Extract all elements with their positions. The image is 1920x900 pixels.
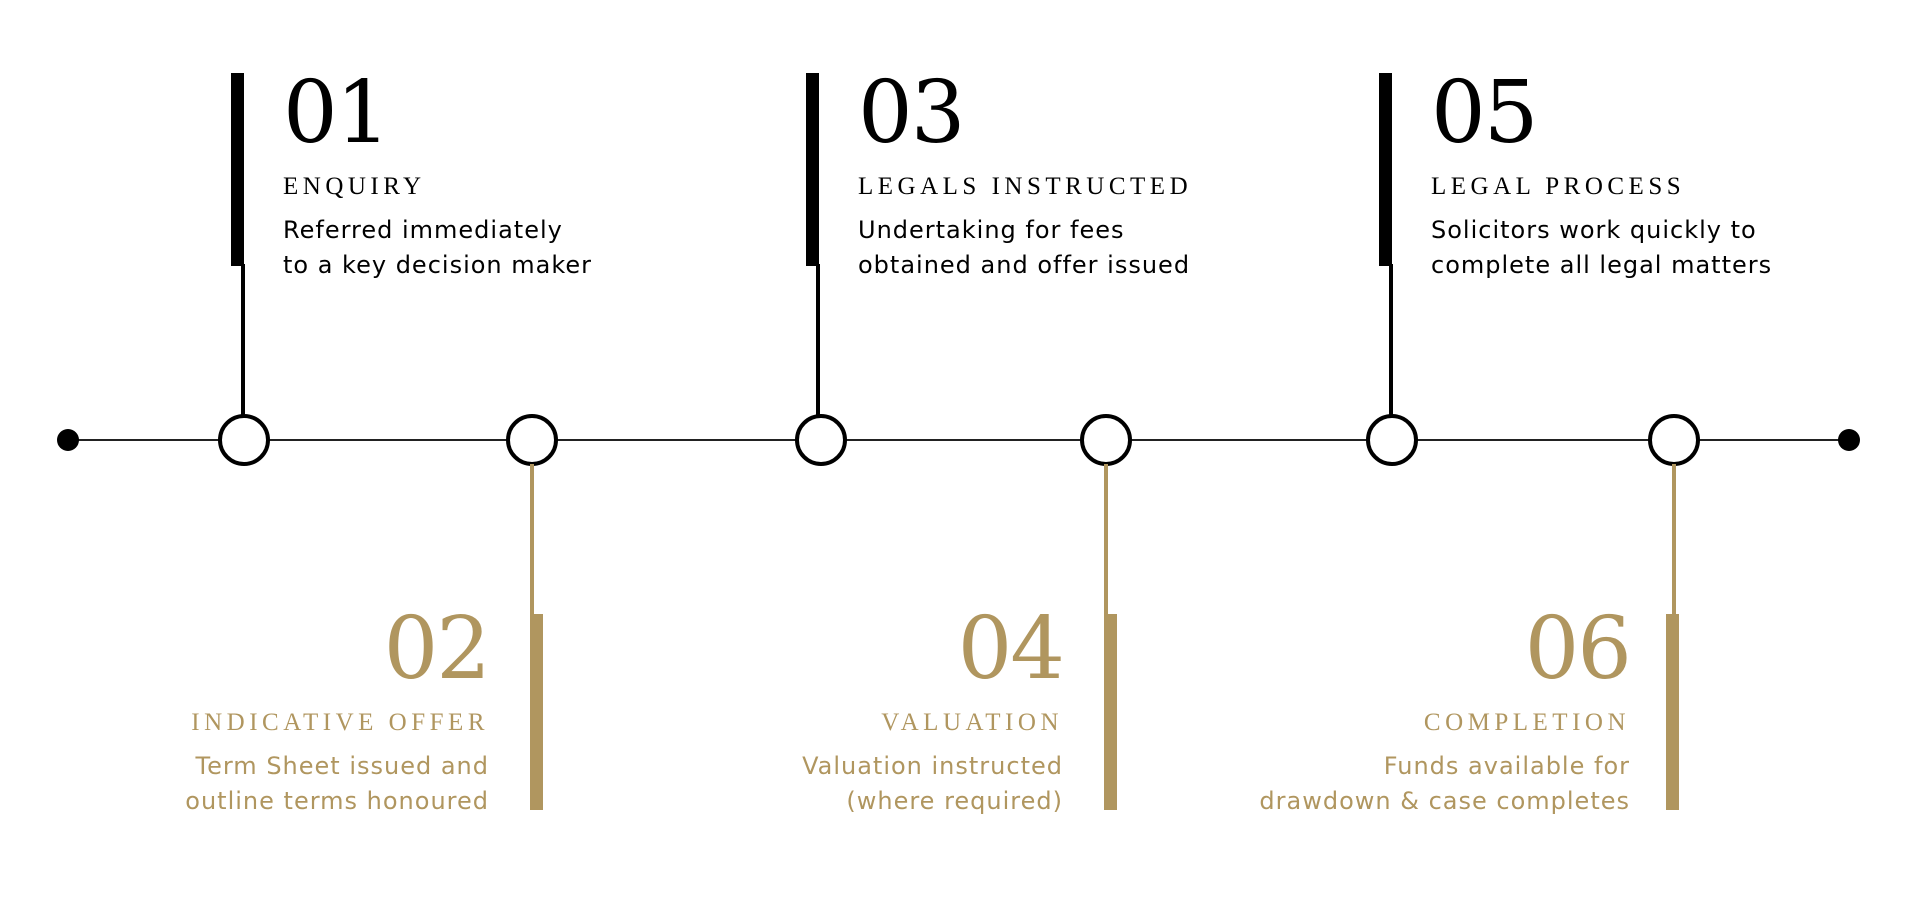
step-02-bar <box>530 614 543 810</box>
timeline-start-dot <box>57 429 79 451</box>
step-number: 05 <box>1431 63 1538 163</box>
step-number: 02 <box>383 599 491 699</box>
step-03-text: 03 LEGALS INSTRUCTED Undertaking for fee… <box>858 70 1192 283</box>
step-04-text: 04 VALUATION Valuation instructed (where… <box>802 599 1065 819</box>
step-05-stem <box>1389 264 1393 416</box>
step-number: 06 <box>1524 599 1632 699</box>
step-description: Valuation instructed (where required) <box>802 752 1063 815</box>
step-01-node <box>218 414 270 466</box>
timeline-end-dot <box>1838 429 1860 451</box>
step-06-bar <box>1666 614 1679 810</box>
step-04-stem <box>1104 464 1108 616</box>
step-02-node <box>506 414 558 466</box>
step-description: Funds available for drawdown & case comp… <box>1259 752 1630 815</box>
step-number: 03 <box>858 63 965 163</box>
step-description: Referred immediately to a key decision m… <box>283 216 593 279</box>
step-04-node <box>1080 414 1132 466</box>
step-title: INDICATIVE OFFER <box>191 709 489 736</box>
step-03-node <box>795 414 847 466</box>
step-description: Solicitors work quickly to complete all … <box>1431 216 1773 279</box>
step-01-text: 01 ENQUIRY Referred immediately to a key… <box>283 70 592 283</box>
step-number: 04 <box>957 599 1065 699</box>
step-02-stem <box>530 464 534 616</box>
step-04-bar <box>1104 614 1117 810</box>
step-description: Undertaking for fees obtained and offer … <box>858 216 1191 279</box>
step-03-stem <box>816 264 820 416</box>
step-title: COMPLETION <box>1423 709 1630 736</box>
step-01-stem <box>241 264 245 416</box>
step-title: LEGAL PROCESS <box>1431 173 1686 200</box>
step-06-stem <box>1672 464 1676 616</box>
step-02-text: 02 INDICATIVE OFFER Term Sheet issued an… <box>185 599 491 819</box>
step-01-bar <box>231 73 244 266</box>
step-title: LEGALS INSTRUCTED <box>858 173 1193 200</box>
step-05-node <box>1366 414 1418 466</box>
step-number: 01 <box>283 63 390 163</box>
timeline-axis <box>68 439 1849 441</box>
step-03-bar <box>806 73 819 266</box>
step-title: VALUATION <box>881 709 1063 736</box>
step-description: Term Sheet issued and outline terms hono… <box>185 752 489 815</box>
step-05-text: 05 LEGAL PROCESS Solicitors work quickly… <box>1431 70 1772 283</box>
step-05-bar <box>1379 73 1392 266</box>
step-title: ENQUIRY <box>283 173 426 200</box>
step-06-node <box>1648 414 1700 466</box>
step-06-text: 06 COMPLETION Funds available for drawdo… <box>1259 599 1632 819</box>
